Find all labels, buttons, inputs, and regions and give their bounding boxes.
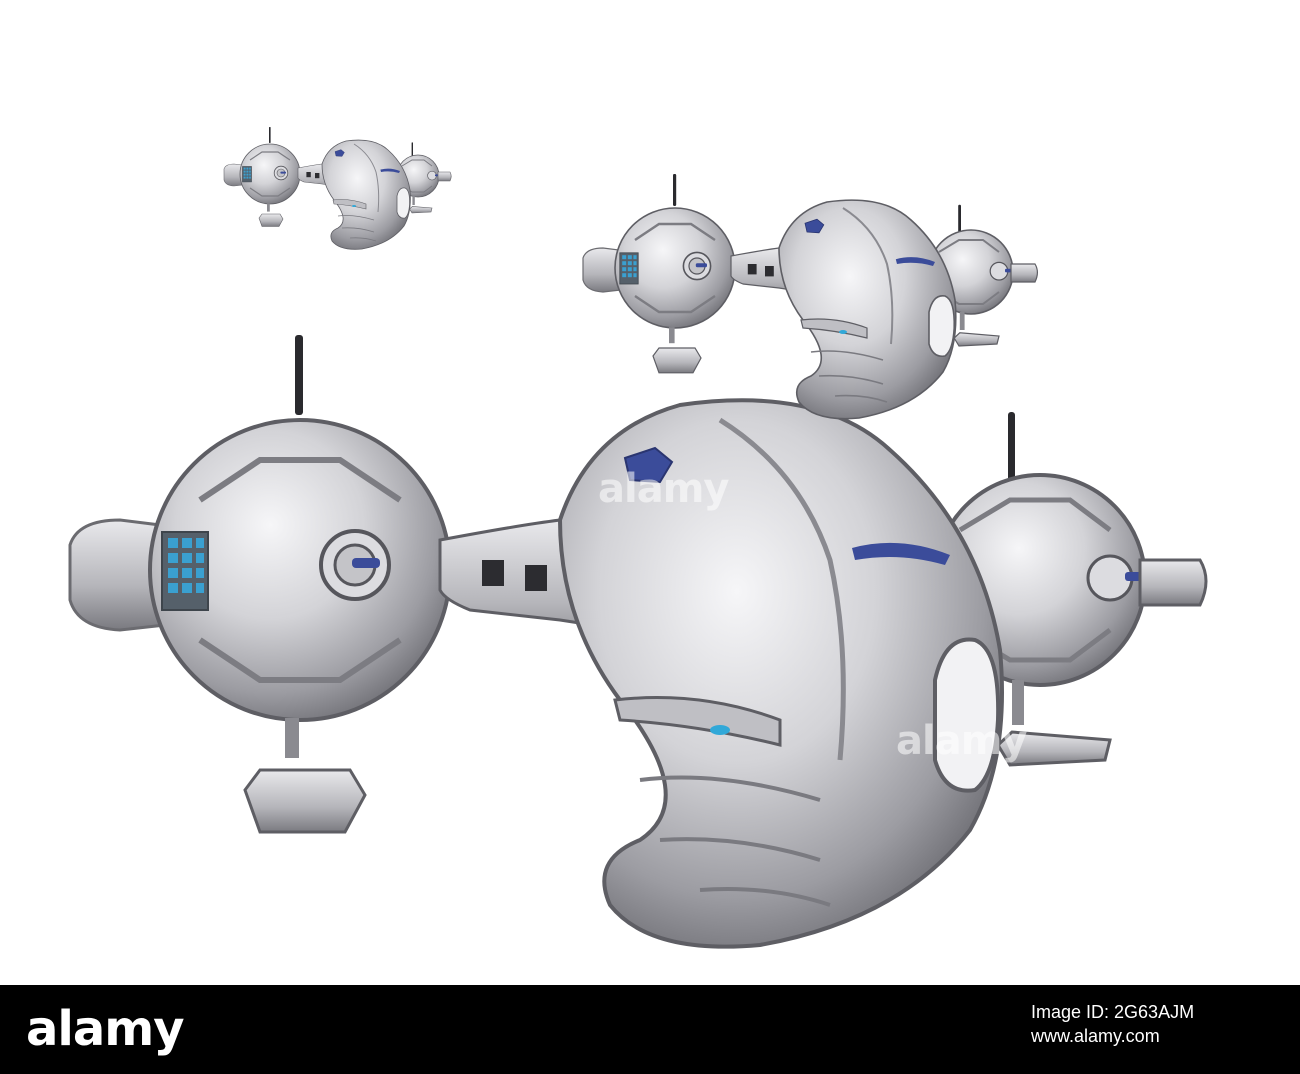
watermark: alamy (598, 466, 729, 512)
alamy-logo: alamy (26, 1001, 185, 1057)
watermark: alamy (896, 718, 1027, 764)
spaceship-medium (581, 172, 1039, 420)
spaceship-large (70, 335, 1206, 947)
spaceship-small (223, 126, 452, 250)
image-scene: alamy alamy (0, 126, 1300, 985)
image-id: Image ID: 2G63AJM (1031, 1002, 1195, 1022)
site-url: www.alamy.com (1031, 1026, 1160, 1046)
stock-footer-bar: alamy Image ID: 2G63AJM www.alamy.com (0, 985, 1300, 1074)
